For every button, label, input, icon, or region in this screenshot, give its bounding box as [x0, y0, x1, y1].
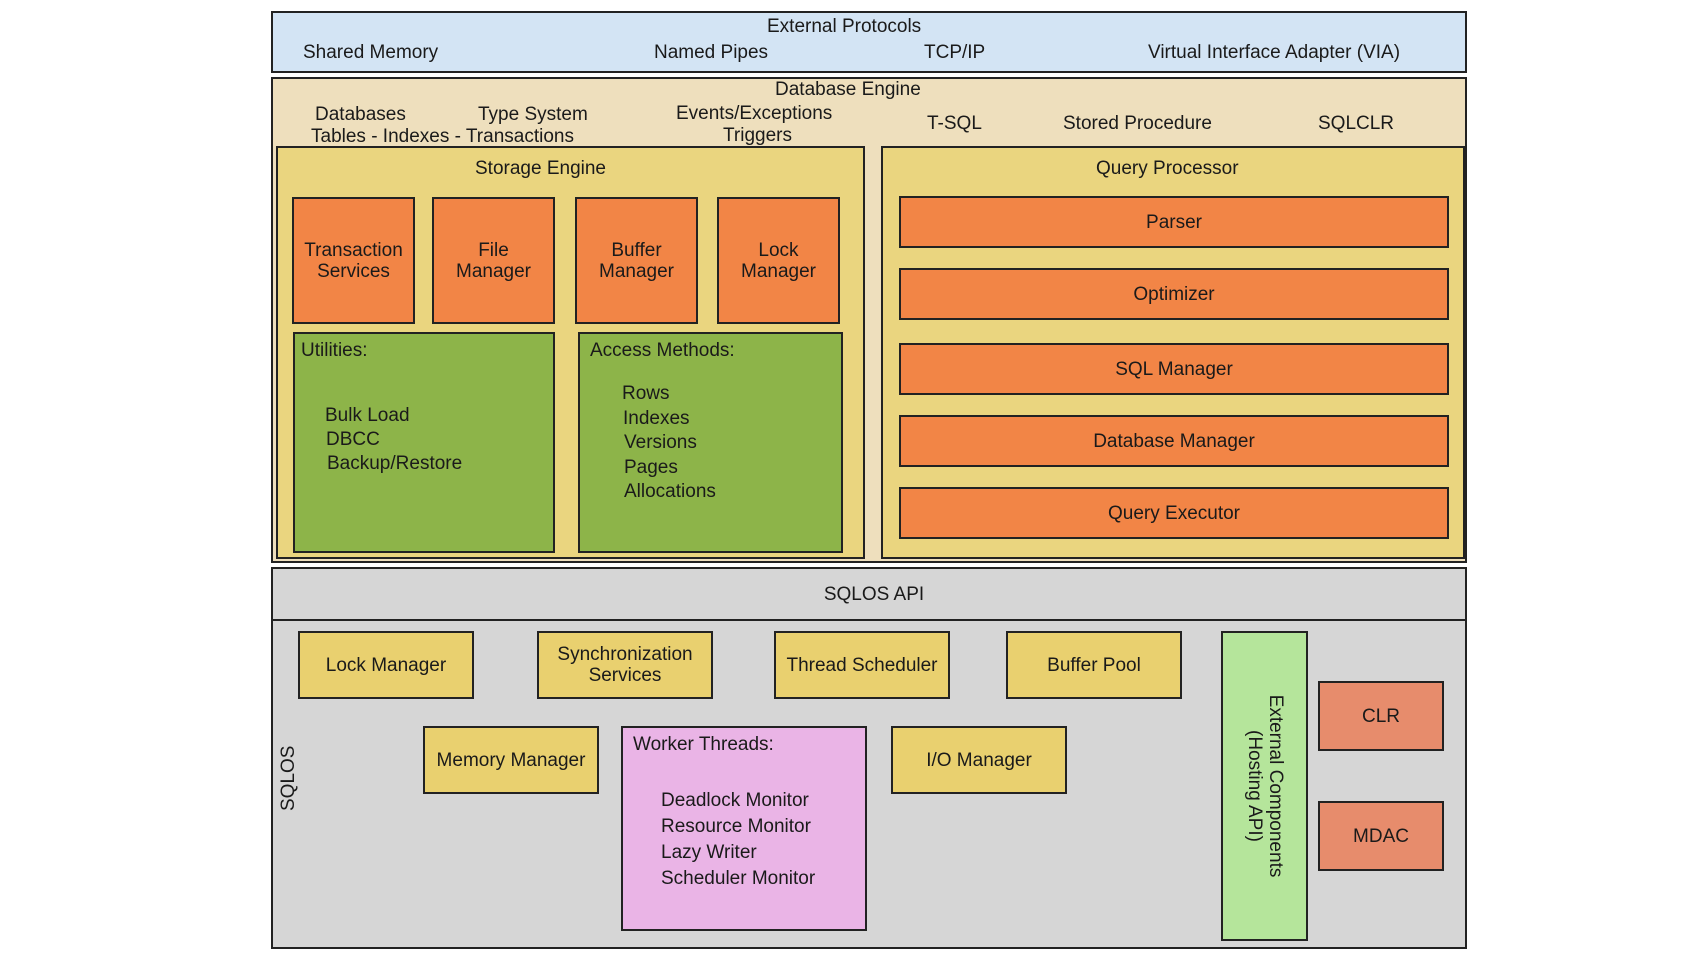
utility-item: Bulk Load [325, 405, 410, 426]
protocol-tcp-ip: TCP/IP [924, 42, 986, 63]
label-stored-procedure: Stored Procedure [1063, 113, 1212, 134]
query-executor-label: Query Executor [1108, 502, 1240, 524]
access-methods-list: Rows Indexes Versions Pages Allocations [622, 382, 716, 505]
buffer-pool-box: Buffer Pool [1006, 631, 1182, 699]
lock-manager-line1: Lock [758, 239, 799, 261]
label-type-system: Type System [478, 104, 588, 125]
external-components-label: External Components(Hosting API) [1230, 636, 1300, 936]
buffer-manager-line1: Buffer [611, 239, 662, 261]
worker-thread-item: Scheduler Monitor [661, 868, 816, 889]
utilities-list: Bulk Load DBCC Backup/Restore [325, 404, 462, 476]
worker-thread-item: Lazy Writer [661, 842, 757, 863]
io-manager-box: I/O Manager [891, 726, 1067, 794]
query-executor-box: Query Executor [899, 487, 1449, 539]
external-components-box: External Components(Hosting API) [1221, 631, 1308, 941]
worker-threads-title: Worker Threads: [633, 734, 774, 755]
external-protocols-title: External Protocols [767, 16, 922, 37]
storage-engine-title: Storage Engine [475, 158, 606, 179]
access-method-item: Indexes [623, 407, 690, 429]
sqlos-api-title: SQLOS API [823, 583, 925, 605]
utility-item: Backup/Restore [327, 453, 463, 474]
worker-threads-box: Worker Threads: Deadlock Monitor Resourc… [621, 726, 867, 931]
worker-thread-item: Deadlock Monitor [661, 790, 809, 811]
label-tsql: T-SQL [927, 113, 982, 134]
transaction-services-line1: Transaction [304, 239, 403, 261]
external-components-line1: External Components [1264, 694, 1286, 878]
access-method-item: Pages [624, 456, 678, 478]
access-method-item: Versions [624, 432, 697, 453]
sync-services-line2: Services [588, 665, 662, 686]
lock-manager-line2: Manager [741, 260, 816, 282]
optimizer-label: Optimizer [1133, 283, 1215, 305]
file-manager-line1: File [478, 239, 509, 261]
sync-services-line1: Synchronization [557, 644, 693, 665]
external-protocols-box: External Protocols Shared Memory Named P… [271, 11, 1467, 73]
database-manager-label: Database Manager [1093, 430, 1255, 452]
optimizer-box: Optimizer [899, 268, 1449, 320]
database-engine-title: Database Engine [775, 79, 921, 100]
buffer-manager-line2: Manager [599, 260, 674, 282]
mdac-box: MDAC [1318, 801, 1444, 871]
utility-item: DBCC [326, 429, 380, 450]
access-methods-title: Access Methods: [590, 340, 735, 361]
transaction-services-line2: Services [317, 260, 390, 282]
label-events-exceptions: Events/Exceptions [676, 103, 833, 124]
access-method-item: Allocations [624, 481, 716, 502]
label-sqlclr: SQLCLR [1318, 113, 1395, 134]
thread-scheduler-box: Thread Scheduler [774, 631, 950, 699]
utilities-box: Utilities: Bulk Load DBCC Backup/Restore [293, 332, 555, 553]
worker-threads-list: Deadlock Monitor Resource Monitor Lazy W… [661, 788, 815, 892]
sqlos-title: SQLOS [278, 745, 299, 811]
clr-box: CLR [1318, 681, 1444, 751]
sql-manager-label: SQL Manager [1115, 358, 1233, 380]
sqlos-api-box: SQLOS API [271, 567, 1467, 621]
memory-manager-label: Memory Manager [436, 749, 586, 771]
io-manager-label: I/O Manager [926, 749, 1032, 771]
query-processor-box: Query Processor Parser Optimizer SQL Man… [881, 146, 1465, 559]
label-databases: Databases [315, 104, 406, 125]
access-methods-box: Access Methods: Rows Indexes Versions Pa… [578, 332, 843, 553]
label-triggers: Triggers [723, 125, 792, 146]
file-manager-line2: Manager [456, 260, 531, 282]
memory-manager-box: Memory Manager [423, 726, 599, 794]
parser-label: Parser [1146, 211, 1202, 233]
protocol-via: Virtual Interface Adapter (VIA) [1148, 42, 1401, 63]
external-components-line2: (Hosting API) [1243, 730, 1265, 842]
clr-label: CLR [1361, 705, 1400, 727]
sql-manager-box: SQL Manager [899, 343, 1449, 395]
access-method-item: Rows [622, 383, 670, 404]
database-manager-box: Database Manager [899, 415, 1449, 467]
database-engine-box: Database Engine Databases Type System Ta… [271, 77, 1467, 563]
label-tables-indexes-transactions: Tables - Indexes - Transactions [311, 126, 574, 147]
thread-scheduler-label: Thread Scheduler [786, 654, 938, 676]
sqlos-lock-manager-label: Lock Manager [325, 654, 447, 676]
mdac-label: MDAC [1353, 825, 1409, 847]
protocol-named-pipes: Named Pipes [654, 42, 769, 63]
protocol-shared-memory: Shared Memory [303, 42, 439, 63]
worker-thread-item: Resource Monitor [661, 816, 811, 837]
sqlos-lock-manager-box: Lock Manager [298, 631, 474, 699]
utilities-title: Utilities: [301, 340, 368, 361]
query-processor-title: Query Processor [1096, 158, 1239, 179]
buffer-pool-label: Buffer Pool [1047, 654, 1141, 676]
parser-box: Parser [899, 196, 1449, 248]
